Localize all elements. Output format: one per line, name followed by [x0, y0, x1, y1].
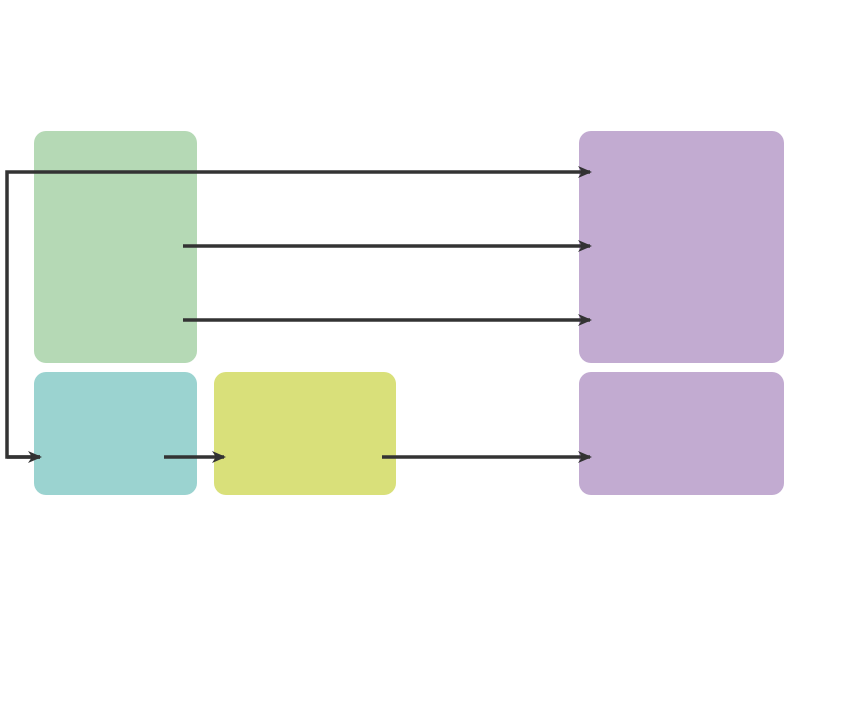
- purple-top-block: [579, 131, 784, 363]
- lime-block: [214, 372, 396, 495]
- purple-bottom-block: [579, 372, 784, 495]
- teal-block: [34, 372, 197, 495]
- green-block: [34, 131, 197, 363]
